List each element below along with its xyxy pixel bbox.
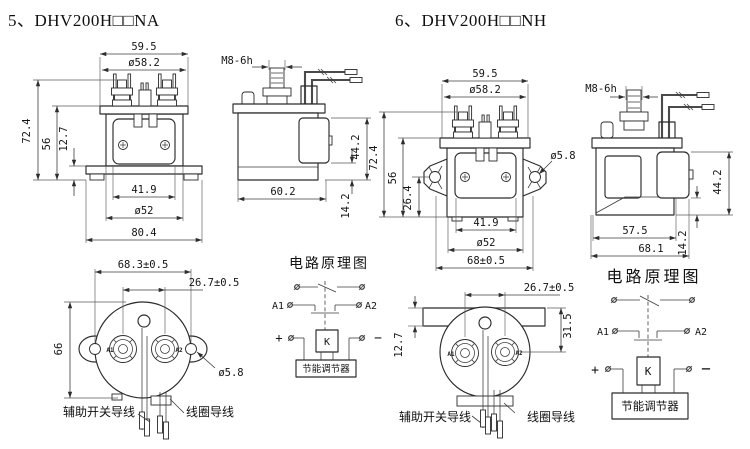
- nh-side-dimensions: M8-6h 44.2 57.5 68.1 14.2: [585, 83, 733, 259]
- na-dim-base-width: 80.4: [131, 227, 156, 239]
- na-dim-base-height: 12.7: [58, 126, 70, 151]
- na-bottom-terminal-a2: A2: [175, 347, 183, 354]
- na-dim-mount-span: 68.3±0.5: [118, 259, 169, 271]
- na-dim-body-height: 56: [41, 138, 53, 151]
- nh-dim-coil-offset: 14.2: [677, 230, 689, 255]
- na-side-dimensions: M8-6h 44.2 14.2 60.2: [221, 55, 371, 219]
- section-title-nh: 6、DHV200H□□NH: [395, 11, 547, 30]
- na-bottom-view: A1 A2: [78, 301, 208, 440]
- nh-dim-overall-height: 72.4: [368, 145, 380, 170]
- na-circuit-a2: A2: [365, 301, 377, 312]
- na-front-view: [85, 73, 203, 181]
- nh-dim-thread: M8-6h: [585, 83, 617, 95]
- nh-dim-terminal-span: 26.7±0.5: [524, 282, 575, 294]
- na-circuit-regulator: 节能调节器: [302, 363, 350, 375]
- nh-circuit-minus: −: [701, 359, 711, 378]
- na-dim-coil-offset: 14.2: [340, 193, 352, 218]
- na-dim-top-dia: ø58.2: [128, 57, 160, 69]
- na-bottom-dimensions: 68.3±0.5 26.7±0.5 66 ø5.8 辅助开关导线 线圈导线: [53, 259, 244, 423]
- na-circuit-diagram: 电路原理图 A1 A2 K +: [272, 256, 382, 378]
- nh-aux-wire-label: 辅助开关导线: [399, 410, 471, 424]
- nh-circuit-diagram: 电路原理图 A1 A2 K +: [591, 268, 711, 420]
- na-dim-thread: M8-6h: [221, 55, 253, 67]
- nh-front-view: [423, 105, 547, 222]
- na-circuit-a1: A1: [272, 301, 284, 312]
- na-dim-depth: 60.2: [270, 186, 295, 198]
- nh-circuit-title: 电路原理图: [606, 268, 701, 286]
- nh-bottom-terminal-a1: A1: [447, 351, 455, 358]
- na-dim-terminal-span: 26.7±0.5: [189, 277, 240, 289]
- na-circuit-title: 电路原理图: [289, 256, 369, 272]
- nh-dim-depth2: 68.1: [638, 243, 663, 255]
- nh-circuit-a2: A2: [695, 327, 707, 338]
- nh-bottom-terminal-a2: A2: [515, 350, 523, 357]
- nh-bottom-dimensions: 26.7±0.5 31.5 12.7 辅助开关导线 线圈导线: [393, 282, 575, 424]
- na-dim-coil-height: 44.2: [350, 134, 362, 159]
- nh-dim-coil-height: 44.2: [712, 169, 724, 194]
- section-title-na: 5、DHV200H□□NA: [8, 11, 160, 30]
- na-dim-top-width: 59.5: [131, 41, 156, 53]
- na-circuit-coil: K: [324, 337, 330, 348]
- na-dim-bracket-width: 41.9: [131, 184, 156, 196]
- na-circuit-minus: −: [374, 331, 382, 346]
- na-dim-hole-dia: ø5.8: [218, 367, 243, 379]
- nh-dim-flange-height: 12.7: [393, 332, 405, 357]
- nh-side-view: [591, 89, 715, 216]
- na-dim-body-dia: ø52: [135, 205, 154, 217]
- nh-circuit-coil: K: [645, 365, 652, 378]
- nh-circuit-a1: A1: [597, 327, 609, 338]
- nh-dim-hole-dia: ø5.8: [550, 150, 575, 162]
- nh-circuit-plus: +: [591, 363, 599, 378]
- na-aux-wire-label: 辅助开关导线: [63, 405, 135, 419]
- nh-dim-top-width: 59.5: [472, 68, 497, 80]
- nh-dim-ear-offset: 26.4: [402, 185, 414, 210]
- nh-dim-terminal-depth: 31.5: [562, 313, 574, 338]
- nh-dim-bracket-width: 41.9: [473, 217, 498, 229]
- nh-coil-wire-label: 线圈导线: [527, 410, 575, 424]
- nh-dim-depth1: 57.5: [622, 225, 647, 237]
- nh-dim-body-height: 56: [387, 172, 399, 185]
- nh-circuit-regulator: 节能调节器: [621, 399, 679, 413]
- nh-dim-base-width: 68±0.5: [467, 255, 505, 267]
- nh-front-dimensions: 59.5 ø58.2 72.4 56 26.4 ø5.8 41.9 ø52: [368, 68, 576, 271]
- na-bottom-terminal-a1: A1: [106, 347, 114, 354]
- na-side-view: [232, 67, 363, 181]
- nh-dim-body-dia: ø52: [477, 237, 496, 249]
- nh-bottom-view: A1 A2: [422, 306, 546, 439]
- na-front-dimensions: 59.5 ø58.2 72.4 56 12.7 41.9 ø52: [21, 41, 203, 243]
- na-dim-height66: 66: [53, 343, 65, 356]
- na-coil-wire-label: 线圈导线: [186, 405, 234, 419]
- nh-dim-top-dia: ø58.2: [469, 84, 501, 96]
- na-circuit-plus: +: [275, 331, 282, 345]
- na-dim-overall-height: 72.4: [21, 118, 33, 143]
